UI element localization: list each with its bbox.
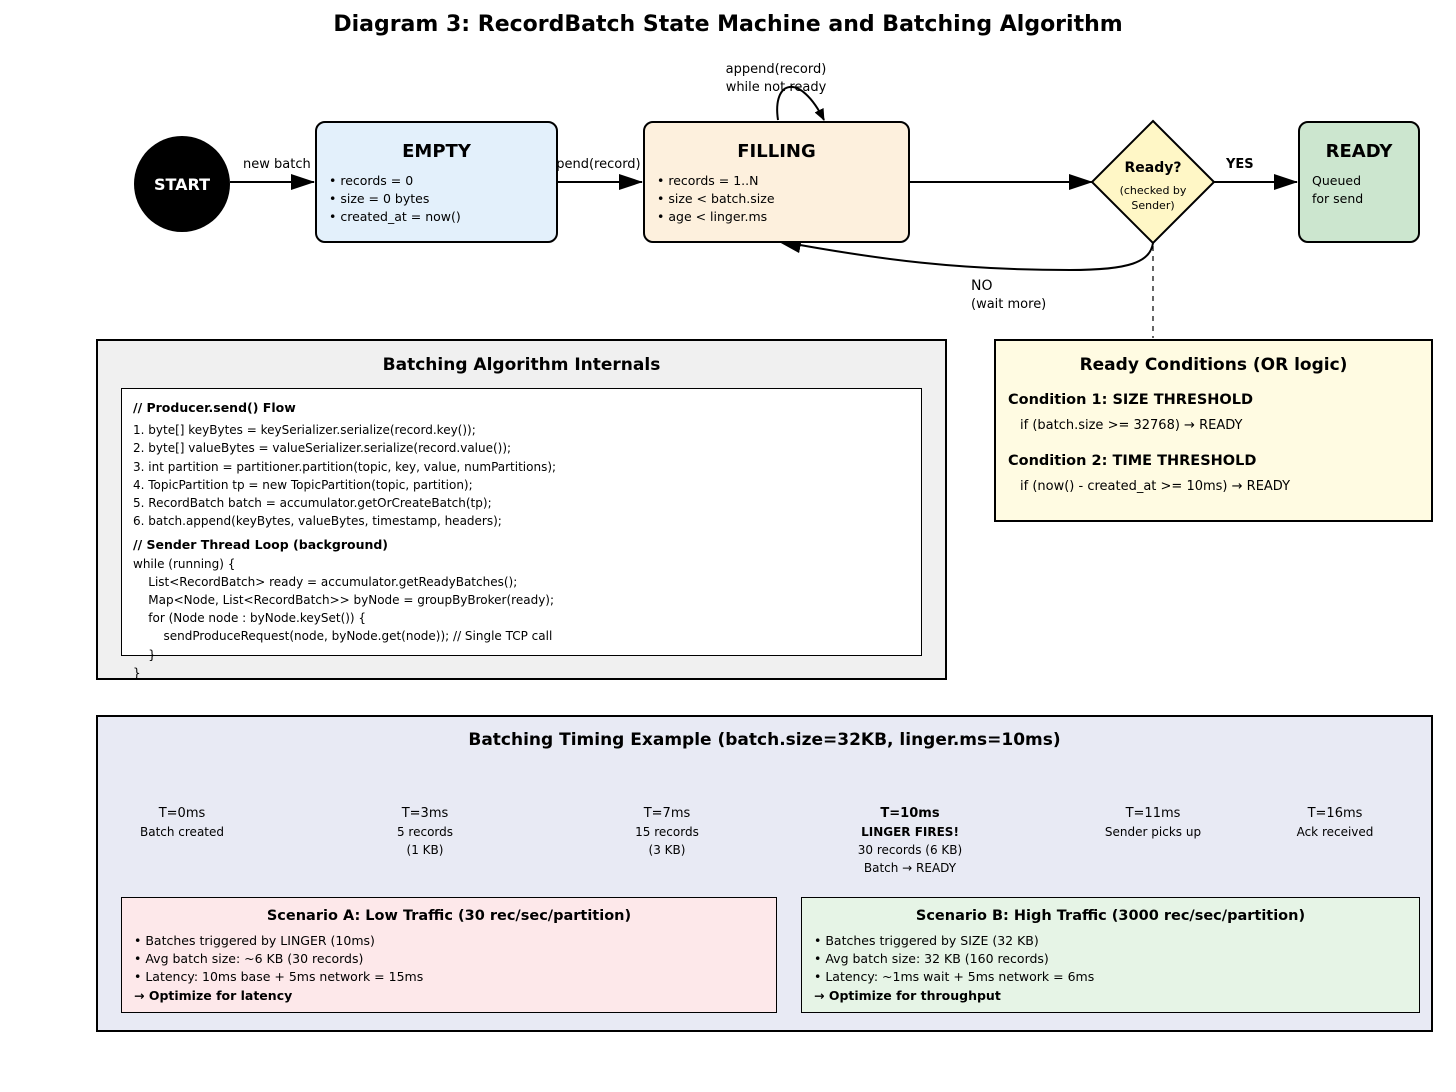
state-empty-line: • size = 0 bytes [329,191,430,206]
state-ready: READY Queued for send [1298,121,1420,243]
state-filling-line: • records = 1..N [657,173,759,188]
state-ready-line2: for send [1312,191,1364,206]
tick-note: Batch → READY [863,861,957,875]
tick-label-1: T=3ms 5 records (1 KB) [345,805,505,859]
tick-time: T=3ms [401,806,449,821]
code-line: 3. int partition = partitioner.partition… [133,459,557,474]
decision-diamond [1090,119,1216,245]
scenario-b-title: Scenario B: High Traffic (3000 rec/sec/p… [915,908,1306,924]
conditions-title: Ready Conditions (OR logic) [1079,355,1348,375]
tick-time: T=0ms [158,806,206,821]
decision-title: Ready? [1124,160,1182,176]
diagram-title: Diagram 3: RecordBatch State Machine and… [333,12,1123,37]
edge-label-no-note: (wait more) [971,297,1047,312]
code-line: for (Node node : byNode.keySet()) { [133,611,367,626]
tick-label-3: T=10ms LINGER FIRES! 30 records (6 KB) B… [830,805,990,877]
tick-time: T=7ms [643,806,691,821]
edge-label-no: NO [971,278,993,294]
state-ready-title: READY [1325,141,1393,162]
tick-note: (3 KB) [648,843,686,857]
edge-label-yes: YES [1226,157,1254,172]
code-section-header: // Sender Thread Loop (background) [133,537,389,553]
scenario-a-line: • Avg batch size: ~6 KB (30 records) [134,951,364,967]
edge-label-new-batch: new batch [243,157,311,172]
state-empty-line: • records = 0 [329,173,414,188]
scenario-a-conclusion: → Optimize for latency [134,987,293,1003]
code-content: // Producer.send() Flow 1. byte[] keyByt… [133,399,556,682]
self-loop-line2: while not ready [725,80,827,95]
state-filling-line: • age < linger.ms [657,209,768,224]
tick-label-2: T=7ms 15 records (3 KB) [587,805,747,859]
state-filling: FILLING • records = 1..N • size < batch.… [643,121,910,243]
tick-time: T=11ms [1125,806,1181,821]
condition2-title: Condition 2: TIME THRESHOLD [1008,453,1257,469]
state-ready-details: Queued for send [1312,172,1418,208]
state-empty-title: EMPTY [402,141,471,162]
decision-note-line1: (checked by [1119,184,1187,197]
code-line: 4. TopicPartition tp = new TopicPartitio… [133,477,473,492]
tick-note: Batch created [139,825,225,839]
decision-label: Ready? (checked by Sender) [1103,160,1203,213]
internals-panel: Batching Algorithm Internals // Producer… [96,339,947,680]
scenario-b-conclusion: → Optimize for throughput [814,987,1001,1003]
tick-note: Ack received [1296,825,1374,839]
arrow-self-loop [776,86,825,121]
scenario-a-line: • Latency: 10ms base + 5ms network = 15m… [134,969,424,985]
arrow-no [777,237,1154,272]
code-line: while (running) { [133,556,236,571]
scenario-a-box: Scenario A: Low Traffic (30 rec/sec/part… [121,897,777,1013]
code-box: // Producer.send() Flow 1. byte[] keyByt… [121,388,922,680]
tick-note: LINGER FIRES! [861,825,959,839]
scenario-a-title: Scenario A: Low Traffic (30 rec/sec/part… [266,908,632,924]
code-line: Map<Node, List<RecordBatch>> byNode = gr… [133,593,555,608]
code-line: } [133,665,141,680]
conditions-panel: Ready Conditions (OR logic) Condition 1:… [994,339,1433,522]
scenario-a-line: • Batches triggered by LINGER (10ms) [134,933,375,948]
scenario-b-line: • Batches triggered by SIZE (32 KB) [814,933,1039,948]
scenario-b-details: • Batches triggered by SIZE (32 KB) • Av… [814,932,1419,1005]
state-empty-line: • created_at = now() [329,209,461,224]
code-line: 2. byte[] valueBytes = valueSerializer.s… [133,441,512,456]
edge-label-append: append(record) [540,157,641,172]
state-filling-line: • size < batch.size [657,191,775,206]
state-ready-line1: Queued [1312,173,1361,188]
decision-note-line2: Sender) [1131,199,1175,212]
start-node: START [134,136,230,232]
scenario-b-line: • Avg batch size: 32 KB (160 records) [814,951,1049,967]
tick-note: (1 KB) [406,843,444,857]
tick-note: 15 records [635,825,699,839]
code-line: 6. batch.append(keyBytes, valueBytes, ti… [133,514,502,529]
scenario-b-box: Scenario B: High Traffic (3000 rec/sec/p… [801,897,1420,1013]
code-line: 5. RecordBatch batch = accumulator.getOr… [133,496,492,511]
state-filling-title: FILLING [737,141,816,162]
code-line: } [133,647,156,662]
scenario-b-line: • Latency: ~1ms wait + 5ms network = 6ms [814,969,1095,985]
tick-label-5: T=16ms Ack received [1255,805,1415,841]
condition1-title: Condition 1: SIZE THRESHOLD [1008,392,1254,408]
state-empty: EMPTY • records = 0 • size = 0 bytes • c… [315,121,558,243]
condition2-text: if (now() - created_at >= 10ms) → READY [1020,479,1291,494]
timing-title: Batching Timing Example (batch.size=32KB… [468,730,1061,750]
code-line: List<RecordBatch> ready = accumulator.ge… [133,574,518,589]
self-loop-line1: append(record) [725,62,827,77]
code-line: sendProduceRequest(node, byNode.get(node… [133,629,553,644]
internals-title: Batching Algorithm Internals [382,355,661,375]
tick-note: Sender picks up [1104,825,1202,839]
code-section-header: // Producer.send() Flow [133,400,296,415]
tick-note: 5 records [396,825,454,839]
tick-label-4: T=11ms Sender picks up [1073,805,1233,841]
tick-note: 30 records (6 KB) [857,843,963,857]
state-empty-details: • records = 0 • size = 0 bytes • created… [329,172,556,226]
condition1-text: if (batch.size >= 32768) → READY [1020,418,1243,433]
tick-label-0: T=0ms Batch created [102,805,262,841]
code-line: 1. byte[] keyBytes = keySerializer.seria… [133,423,476,438]
state-filling-details: • records = 1..N • size < batch.size • a… [657,172,908,226]
edge-label-self-loop: append(record) while not ready [690,61,862,97]
tick-time: T=10ms [880,806,940,821]
scenario-a-details: • Batches triggered by LINGER (10ms) • A… [134,932,776,1005]
tick-time: T=16ms [1307,806,1363,821]
